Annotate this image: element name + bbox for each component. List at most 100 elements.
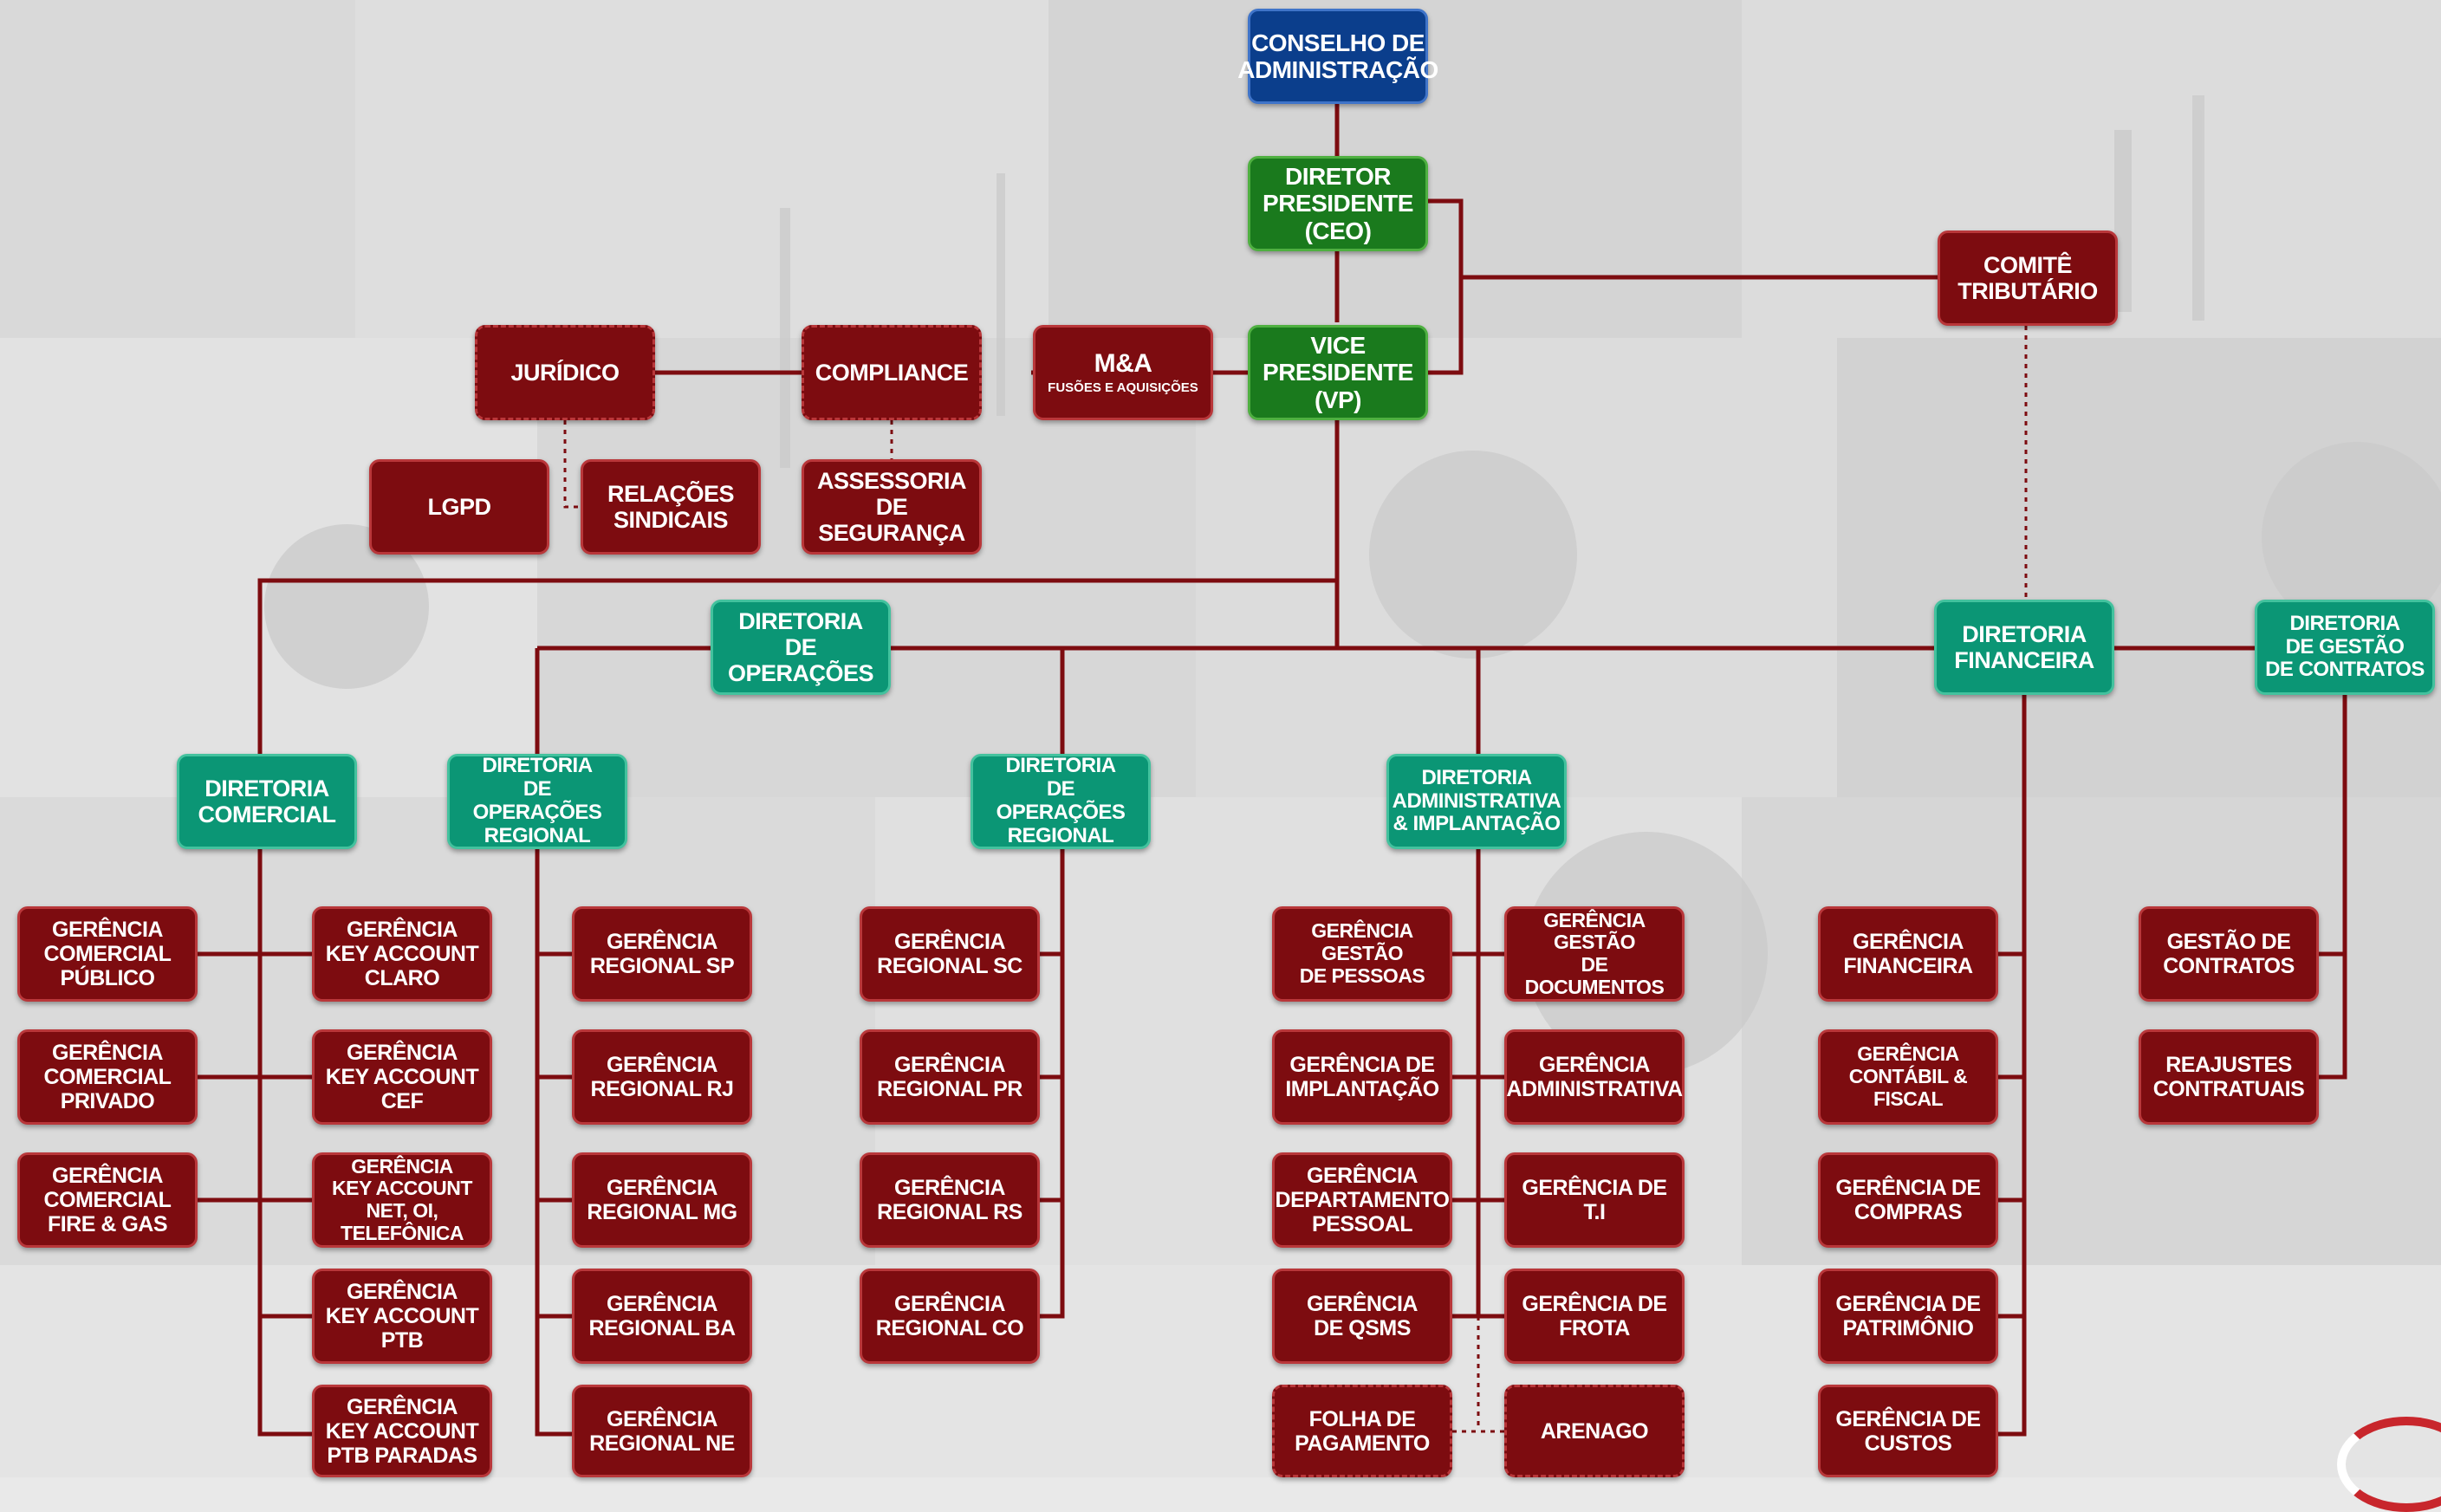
gerencia-regional-ba-label: GERÊNCIA REGIONAL BA <box>588 1292 736 1340</box>
gerencia-custos-label: GERÊNCIA DE CUSTOS <box>1835 1406 1981 1456</box>
diretoria-operacoes-regional-2-box: DIRETORIA DE OPERAÇÕES REGIONAL <box>971 754 1151 849</box>
diretoria-financeira-box: DIRETORIA FINANCEIRA <box>1934 600 2114 695</box>
gerencia-patrimonio-label: GERÊNCIA DE PATRIMÔNIO <box>1835 1292 1981 1340</box>
gerencia-key-account-claro-box: GERÊNCIA KEY ACCOUNT CLARO <box>312 906 492 1002</box>
gerencia-frota-box: GERÊNCIA DE FROTA <box>1504 1269 1685 1364</box>
gerencia-regional-sc-box: GERÊNCIA REGIONAL SC <box>860 906 1040 1002</box>
relacoes-sindicais-label: RELAÇÕES SINDICAIS <box>607 480 735 533</box>
diretoria-operacoes-regional-2-label: DIRETORIA DE OPERAÇÕES REGIONAL <box>996 754 1126 847</box>
gerencia-compras-label: GERÊNCIA DE COMPRAS <box>1835 1176 1981 1224</box>
gerencia-regional-pr-label: GERÊNCIA REGIONAL PR <box>877 1053 1022 1101</box>
gerencia-key-account-ptb-label: GERÊNCIA KEY ACCOUNT PTB <box>325 1280 479 1353</box>
gerencia-implantacao-box: GERÊNCIA DE IMPLANTAÇÃO <box>1272 1029 1452 1125</box>
gerencia-key-account-ptb-box: GERÊNCIA KEY ACCOUNT PTB <box>312 1269 492 1364</box>
gerencia-regional-ne-label: GERÊNCIA REGIONAL NE <box>589 1406 735 1456</box>
gerencia-ti-box: GERÊNCIA DE T.I <box>1504 1152 1685 1248</box>
gerencia-implantacao-label: GERÊNCIA DE IMPLANTAÇÃO <box>1285 1053 1439 1101</box>
gerencia-key-account-net-oi-box: GERÊNCIA KEY ACCOUNT NET, OI, TELEFÔNICA <box>312 1152 492 1248</box>
gerencia-key-account-cef-box: GERÊNCIA KEY ACCOUNT CEF <box>312 1029 492 1125</box>
arenago-label: ARENAGO <box>1540 1418 1649 1444</box>
relacoes-sindicais-box: RELAÇÕES SINDICAIS <box>581 459 761 555</box>
gerencia-key-account-ptb-paradas-label: GERÊNCIA KEY ACCOUNT PTB PARADAS <box>325 1394 479 1468</box>
gerencia-regional-sp-box: GERÊNCIA REGIONAL SP <box>572 906 752 1002</box>
diretoria-operacoes-label: DIRETORIA DE OPERAÇÕES <box>727 607 874 687</box>
gerencia-departamento-pessoal-label: GERÊNCIA DEPARTAMENTO PESSOAL <box>1275 1164 1450 1236</box>
diretoria-comercial-label: DIRETORIA COMERCIAL <box>198 775 337 827</box>
gerencia-regional-mg-box: GERÊNCIA REGIONAL MG <box>572 1152 752 1248</box>
org-chart-connectors <box>198 104 2347 1437</box>
compliance-label: COMPLIANCE <box>815 359 969 386</box>
assessoria-seguranca-box: ASSESSORIA DE SEGURANÇA <box>802 459 982 555</box>
ceo-box: DIRETOR PRESIDENTE (CEO) <box>1248 156 1428 251</box>
reajustes-contratuais-box: REAJUSTES CONTRATUAIS <box>2139 1029 2319 1125</box>
vp-box: VICE PRESIDENTE (VP) <box>1248 325 1428 420</box>
juridico-label: JURÍDICO <box>510 359 620 386</box>
gerencia-regional-rj-box: GERÊNCIA REGIONAL RJ <box>572 1029 752 1125</box>
gerencia-comercial-publico-label: GERÊNCIA COMERCIAL PÚBLICO <box>43 918 172 990</box>
mna-subtitle: FUSÕES E AQUISIÇÕES <box>1048 380 1198 395</box>
gerencia-key-account-net-oi-label: GERÊNCIA KEY ACCOUNT NET, OI, TELEFÔNICA <box>332 1154 472 1244</box>
folha-pagamento-box: FOLHA DE PAGAMENTO <box>1272 1385 1452 1477</box>
gerencia-patrimonio-box: GERÊNCIA DE PATRIMÔNIO <box>1818 1269 1998 1364</box>
comite-tributario-label: COMITÊ TRIBUTÁRIO <box>1957 251 2098 304</box>
arenago-box: ARENAGO <box>1504 1385 1685 1477</box>
gerencia-comercial-fire-gas-box: GERÊNCIA COMERCIAL FIRE & GAS <box>17 1152 198 1248</box>
assessoria-seguranca-label: ASSESSORIA DE SEGURANÇA <box>816 467 967 547</box>
gerencia-comercial-fire-gas-label: GERÊNCIA COMERCIAL FIRE & GAS <box>43 1164 172 1236</box>
reajustes-contratuais-label: REAJUSTES CONTRATUAIS <box>2152 1053 2305 1101</box>
diretoria-operacoes-regional-1-box: DIRETORIA DE OPERAÇÕES REGIONAL <box>447 754 627 849</box>
gerencia-regional-pr-box: GERÊNCIA REGIONAL PR <box>860 1029 1040 1125</box>
lgpd-label: LGPD <box>427 493 491 520</box>
folha-pagamento-label: FOLHA DE PAGAMENTO <box>1295 1406 1430 1456</box>
gerencia-comercial-privado-label: GERÊNCIA COMERCIAL PRIVADO <box>43 1041 172 1113</box>
gerencia-regional-ne-box: GERÊNCIA REGIONAL NE <box>572 1385 752 1477</box>
diretoria-operacoes-regional-1-label: DIRETORIA DE OPERAÇÕES REGIONAL <box>472 754 602 847</box>
gerencia-departamento-pessoal-box: GERÊNCIA DEPARTAMENTO PESSOAL <box>1272 1152 1452 1248</box>
gerencia-gestao-documentos-box: GERÊNCIA GESTÃO DE DOCUMENTOS <box>1504 906 1685 1002</box>
gerencia-financeira-label: GERÊNCIA FINANCEIRA <box>1843 930 1973 978</box>
juridico-box: JURÍDICO <box>475 325 655 420</box>
conselho-administracao-box: CONSELHO DE ADMINISTRAÇÃO <box>1237 9 1438 104</box>
gerencia-frota-label: GERÊNCIA DE FROTA <box>1522 1292 1667 1340</box>
diretoria-gestao-contratos-label: DIRETORIA DE GESTÃO DE CONTRATOS <box>2265 611 2425 682</box>
gerencia-key-account-claro-label: GERÊNCIA KEY ACCOUNT CLARO <box>325 918 479 990</box>
gerencia-comercial-publico-box: GERÊNCIA COMERCIAL PÚBLICO <box>17 906 198 1002</box>
gerencia-financeira-box: GERÊNCIA FINANCEIRA <box>1818 906 1998 1002</box>
gestao-contratos-box: GESTÃO DE CONTRATOS <box>2139 906 2319 1002</box>
gerencia-regional-co-label: GERÊNCIA REGIONAL CO <box>875 1292 1024 1340</box>
gestao-contratos-label: GESTÃO DE CONTRATOS <box>2163 930 2295 978</box>
gerencia-key-account-ptb-paradas-box: GERÊNCIA KEY ACCOUNT PTB PARADAS <box>312 1385 492 1477</box>
gerencia-gestao-pessoas-box: GERÊNCIA GESTÃO DE PESSOAS <box>1272 906 1452 1002</box>
diretoria-operacoes-box: DIRETORIA DE OPERAÇÕES <box>711 600 891 695</box>
diretoria-financeira-label: DIRETORIA FINANCEIRA <box>1954 620 2094 673</box>
compliance-box: COMPLIANCE <box>802 325 982 420</box>
gerencia-regional-mg-label: GERÊNCIA REGIONAL MG <box>587 1176 737 1224</box>
conselho-administracao-label: CONSELHO DE ADMINISTRAÇÃO <box>1237 29 1438 83</box>
gerencia-contabil-fiscal-box: GERÊNCIA CONTÁBIL & FISCAL <box>1818 1029 1998 1125</box>
gerencia-contabil-fiscal-label: GERÊNCIA CONTÁBIL & FISCAL <box>1848 1042 1968 1110</box>
gerencia-qsms-box: GERÊNCIA DE QSMS <box>1272 1269 1452 1364</box>
gerencia-qsms-label: GERÊNCIA DE QSMS <box>1307 1292 1418 1340</box>
gerencia-comercial-privado-box: GERÊNCIA COMERCIAL PRIVADO <box>17 1029 198 1125</box>
vp-label: VICE PRESIDENTE (VP) <box>1263 331 1413 413</box>
diretoria-comercial-box: DIRETORIA COMERCIAL <box>177 754 357 849</box>
diretoria-gestao-contratos-box: DIRETORIA DE GESTÃO DE CONTRATOS <box>2255 600 2435 695</box>
gerencia-regional-sc-label: GERÊNCIA REGIONAL SC <box>877 930 1022 978</box>
gerencia-gestao-documentos-label: GERÊNCIA GESTÃO DE DOCUMENTOS <box>1524 908 1665 998</box>
lgpd-box: LGPD <box>369 459 549 555</box>
gerencia-regional-sp-label: GERÊNCIA REGIONAL SP <box>589 930 735 978</box>
comite-tributario-box: COMITÊ TRIBUTÁRIO <box>1938 230 2118 326</box>
ceo-label: DIRETOR PRESIDENTE (CEO) <box>1263 162 1413 244</box>
gerencia-regional-ba-box: GERÊNCIA REGIONAL BA <box>572 1269 752 1364</box>
gerencia-compras-box: GERÊNCIA DE COMPRAS <box>1818 1152 1998 1248</box>
gerencia-regional-rj-label: GERÊNCIA REGIONAL RJ <box>590 1053 734 1101</box>
gerencia-gestao-pessoas-label: GERÊNCIA GESTÃO DE PESSOAS <box>1299 919 1425 987</box>
diretoria-administrativa-implantacao-box: DIRETORIA ADMINISTRATIVA & IMPLANTAÇÃO <box>1386 754 1567 849</box>
gerencia-regional-rs-box: GERÊNCIA REGIONAL RS <box>860 1152 1040 1248</box>
gerencia-regional-rs-label: GERÊNCIA REGIONAL RS <box>877 1176 1022 1224</box>
gerencia-key-account-cef-label: GERÊNCIA KEY ACCOUNT CEF <box>325 1041 479 1113</box>
gerencia-administrativa-label: GERÊNCIA ADMINISTRATIVA <box>1506 1053 1683 1101</box>
mna-label: M&A <box>1094 349 1152 379</box>
mna-box: M&A FUSÕES E AQUISIÇÕES <box>1033 325 1213 420</box>
gerencia-custos-box: GERÊNCIA DE CUSTOS <box>1818 1385 1998 1477</box>
